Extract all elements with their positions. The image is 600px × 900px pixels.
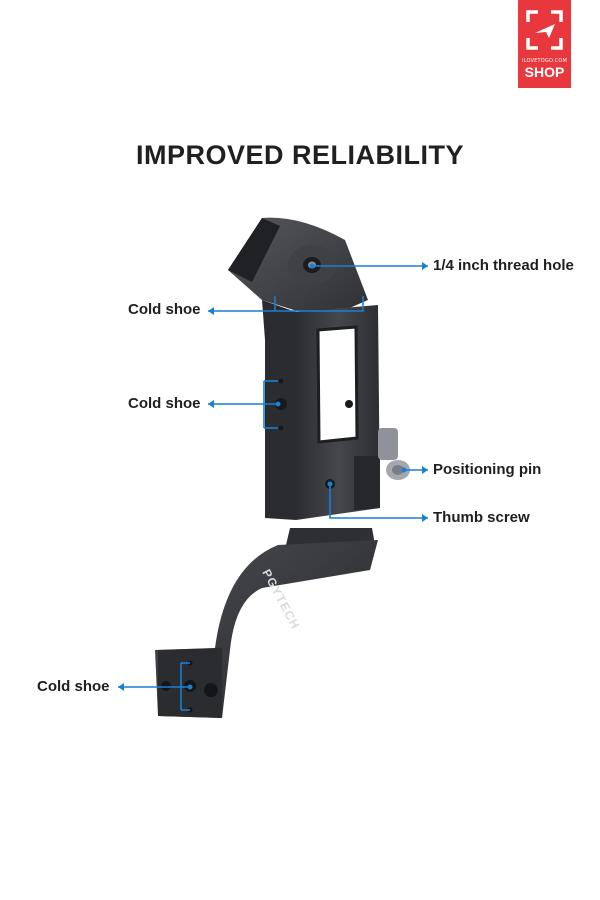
callout-dots (187, 263, 407, 690)
callout-cold-shoe-mid: Cold shoe (128, 395, 201, 412)
cold-shoe-foot (286, 528, 375, 545)
positioning-pin-knob (378, 428, 410, 480)
callout-thread-hole: 1/4 inch thread hole (433, 257, 574, 274)
page-title: IMPROVED RELIABILITY (135, 140, 464, 170)
camera-frame-icon (526, 10, 563, 50)
upper-bracket (228, 217, 380, 520)
callout-positioning-pin: Positioning pin (433, 461, 542, 478)
lower-arm: PGYTECH (155, 540, 378, 718)
paper-plane-icon (535, 24, 555, 38)
logo-shop-text: SHOP (524, 64, 565, 80)
callout-lines (118, 262, 428, 711)
shop-logo[interactable]: ILOVETOGO.COM SHOP (518, 0, 571, 88)
callout-cold-shoe-bottom: Cold shoe (37, 678, 110, 695)
callout-cold-shoe-top: Cold shoe (128, 301, 201, 318)
logo-site-text: ILOVETOGO.COM (521, 58, 568, 64)
callout-thumb-screw: Thumb screw (433, 509, 530, 526)
